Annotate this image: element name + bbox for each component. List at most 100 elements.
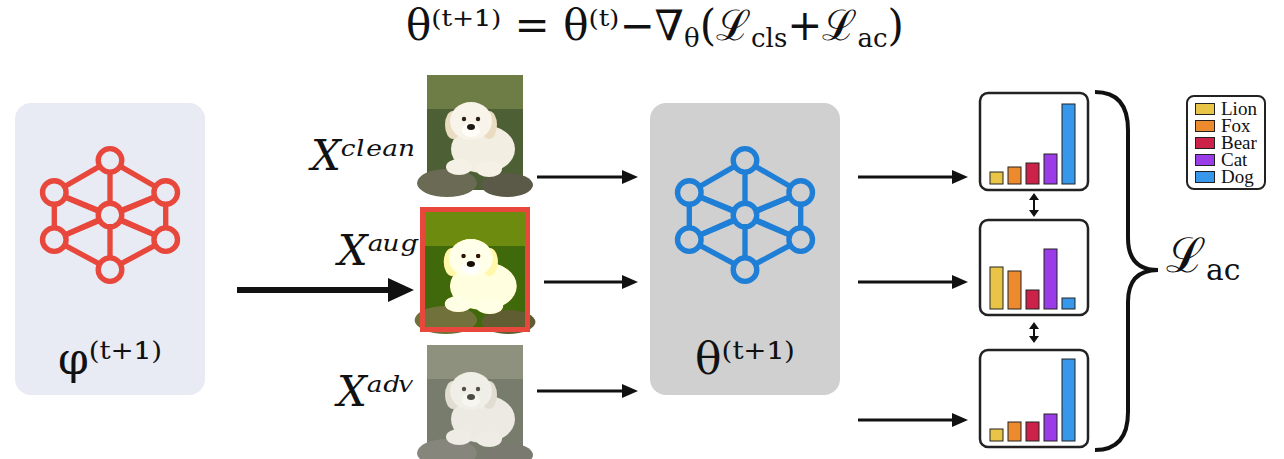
brace (1095, 92, 1158, 450)
chart-frame (980, 220, 1088, 315)
text-run: Xᶜˡᵉᵃⁿ (311, 131, 415, 180)
text-run: ) (888, 1, 904, 50)
arrow-line (858, 176, 954, 179)
generator-box: φ⁽ᵗ⁺¹⁾ (15, 103, 205, 395)
input-label: Xᵃᵈᵛ (337, 368, 415, 416)
input-label-wrap: Xᶜˡᵉᵃⁿ (311, 132, 415, 180)
consistency-arrows (1029, 193, 1039, 343)
bar (1062, 359, 1075, 441)
flow-arrow (544, 281, 623, 284)
network-unit (789, 181, 813, 205)
network-label: θ⁽ᵗ⁺¹⁾ (695, 334, 795, 385)
chart-frame (980, 350, 1088, 447)
adversarial-photo (417, 345, 533, 459)
text-run: +ℒ (787, 1, 857, 50)
chart-frame (980, 93, 1088, 190)
legend-swatch (1195, 120, 1215, 132)
text-run: θ⁽ᵗ⁺¹⁾ = θ⁽ᵗ⁾−∇ (406, 1, 684, 50)
network-unit (789, 228, 813, 252)
subscript: cls (751, 23, 787, 53)
arrow-line (858, 281, 954, 284)
network-unit (154, 181, 178, 205)
classifier-box: θ⁽ᵗ⁺¹⁾ (650, 103, 840, 395)
network-unit (733, 258, 757, 282)
subscript: θ (684, 23, 700, 53)
text-run: Xᵃᵘᵍ (338, 226, 417, 275)
clean-image: Xᶜˡᵉᵃⁿ (427, 75, 523, 190)
network-unit (678, 181, 702, 205)
prediction-chart (980, 93, 1088, 190)
bar (1062, 298, 1075, 309)
text-run: (ℒ (700, 1, 751, 50)
input-label: Xᶜˡᵉᵃⁿ (311, 132, 415, 180)
text-run: θ⁽ᵗ⁺¹⁾ (695, 333, 795, 384)
bar (1044, 249, 1057, 309)
legend-row: Cat (1195, 151, 1257, 168)
bar (1044, 154, 1057, 184)
dog-photo (417, 345, 533, 459)
text-run: φ⁽ᵗ⁺¹⁾ (58, 333, 162, 384)
network-unit (43, 228, 67, 252)
network-unit (678, 228, 702, 252)
arrow-line (858, 419, 954, 422)
legend-row: Bear (1195, 134, 1257, 151)
legend-row: Fox (1195, 117, 1257, 134)
dog-photo (415, 212, 536, 334)
input-label-wrap: Xᵃᵈᵛ (337, 368, 415, 416)
network-unit (733, 203, 757, 227)
arrowhead (1029, 210, 1039, 217)
network-unit (43, 181, 67, 205)
legend-swatch (1195, 171, 1215, 183)
legend-swatch (1195, 154, 1215, 166)
legend-text: Dog (1221, 166, 1254, 188)
network-icon (35, 145, 185, 285)
network-label: φ⁽ᵗ⁺¹⁾ (58, 334, 162, 385)
input-label-wrap: Xᵃᵘᵍ (338, 227, 417, 275)
arrowhead (1029, 193, 1039, 200)
network-unit (98, 258, 122, 282)
prediction-chart (980, 350, 1088, 447)
arrowhead (1029, 322, 1039, 329)
output-arrows (858, 177, 954, 420)
network-unit (98, 203, 122, 227)
subscript: ac (1206, 252, 1240, 287)
title-wrap: θ⁽ᵗ⁺¹⁾ = θ⁽ᵗ⁾−∇θ(ℒcls+ℒac) (30, 2, 1280, 50)
text-run: ℒ (1166, 227, 1206, 283)
arrow-line (1033, 199, 1035, 211)
output-arrowheads (952, 170, 968, 427)
bar (990, 172, 1003, 184)
text-run: Xᵃᵈᵛ (337, 367, 415, 416)
bar (1026, 422, 1039, 441)
subscript: ac (858, 23, 888, 53)
flow-arrow (237, 287, 389, 293)
bar (1008, 167, 1021, 184)
bar (1008, 271, 1021, 309)
arrowhead (952, 170, 968, 184)
title-formula: θ⁽ᵗ⁺¹⁾ = θ⁽ᵗ⁾−∇θ(ℒcls+ℒac) (406, 2, 904, 50)
bar (990, 429, 1003, 441)
clean-photo (417, 75, 533, 197)
legend-swatch (1195, 137, 1215, 149)
legend-swatch (1195, 103, 1215, 115)
bar (1008, 422, 1021, 441)
flow-arrow (537, 390, 623, 393)
arrowhead (952, 275, 968, 289)
input-label: Xᵃᵘᵍ (338, 227, 417, 275)
arrow-line (1033, 328, 1035, 337)
legend-row: Dog (1195, 168, 1257, 185)
bar (1026, 163, 1039, 184)
bar (1062, 104, 1075, 184)
network-icon (670, 145, 820, 285)
network-unit (154, 228, 178, 252)
augmented-image: Xᵃᵘᵍ (420, 207, 530, 332)
network-unit (98, 149, 122, 173)
augmented-photo (415, 212, 536, 334)
legend: LionFoxBearCatDog (1186, 95, 1266, 190)
arrowhead (952, 413, 968, 427)
bar (1044, 414, 1057, 441)
prediction-chart (980, 220, 1088, 315)
bar (1026, 290, 1039, 309)
arrowhead (1029, 336, 1039, 343)
